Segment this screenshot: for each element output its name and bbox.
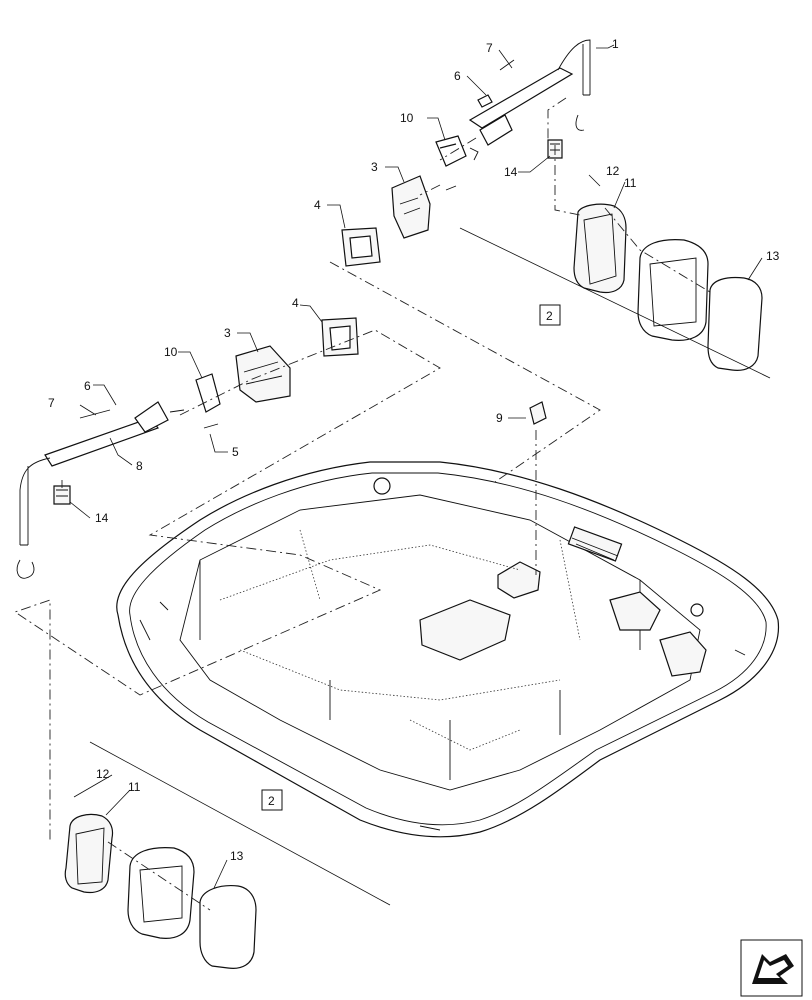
label-10-top: 10 xyxy=(400,111,414,125)
lower-mirror-kit-note xyxy=(89,741,391,906)
left-mirror-arm-assembly xyxy=(16,401,185,579)
cab-roof xyxy=(116,461,780,838)
label-4-top: 4 xyxy=(314,198,321,212)
right-mirror-kit-note xyxy=(459,227,771,379)
right-bracket-assembly xyxy=(341,135,467,267)
label-9: 9 xyxy=(496,411,503,425)
label-14-top: 14 xyxy=(504,165,518,179)
label-11-bottom: 11 xyxy=(128,780,141,794)
right-mirror-set xyxy=(573,203,763,371)
label-12-bottom: 12 xyxy=(96,767,110,781)
label-13-bottom: 13 xyxy=(230,849,244,863)
label-7-top: 7 xyxy=(486,41,493,55)
label-1: 1 xyxy=(612,37,619,51)
label-3-mid: 3 xyxy=(224,326,231,340)
label-4-mid: 4 xyxy=(292,296,299,310)
label-11-top: 11 xyxy=(624,176,637,190)
label-14-mid: 14 xyxy=(95,511,109,525)
label-2-top: 2 xyxy=(546,309,553,323)
stud-part-9 xyxy=(529,401,547,425)
label-7-mid: 7 xyxy=(48,396,55,410)
leader-lines xyxy=(69,44,763,889)
part-labels: 1 7 6 10 3 4 12 11 14 13 2 4 3 10 6 7 8 … xyxy=(48,37,780,863)
left-knob xyxy=(53,485,71,505)
left-bracket-assembly xyxy=(195,317,359,429)
label-13-top: 13 xyxy=(766,249,780,263)
label-10-mid: 10 xyxy=(164,345,178,359)
phantom-lines xyxy=(13,97,711,911)
label-2-bottom: 2 xyxy=(268,794,275,808)
label-5: 5 xyxy=(232,445,239,459)
label-12-top: 12 xyxy=(606,164,620,178)
label-3-top: 3 xyxy=(371,160,378,174)
label-8: 8 xyxy=(136,459,143,473)
lower-mirror-set xyxy=(64,813,257,969)
label-6-top: 6 xyxy=(454,69,461,83)
navigation-arrow-icon xyxy=(740,939,803,997)
label-6-mid: 6 xyxy=(84,379,91,393)
right-mirror-arm-assembly xyxy=(468,39,591,161)
